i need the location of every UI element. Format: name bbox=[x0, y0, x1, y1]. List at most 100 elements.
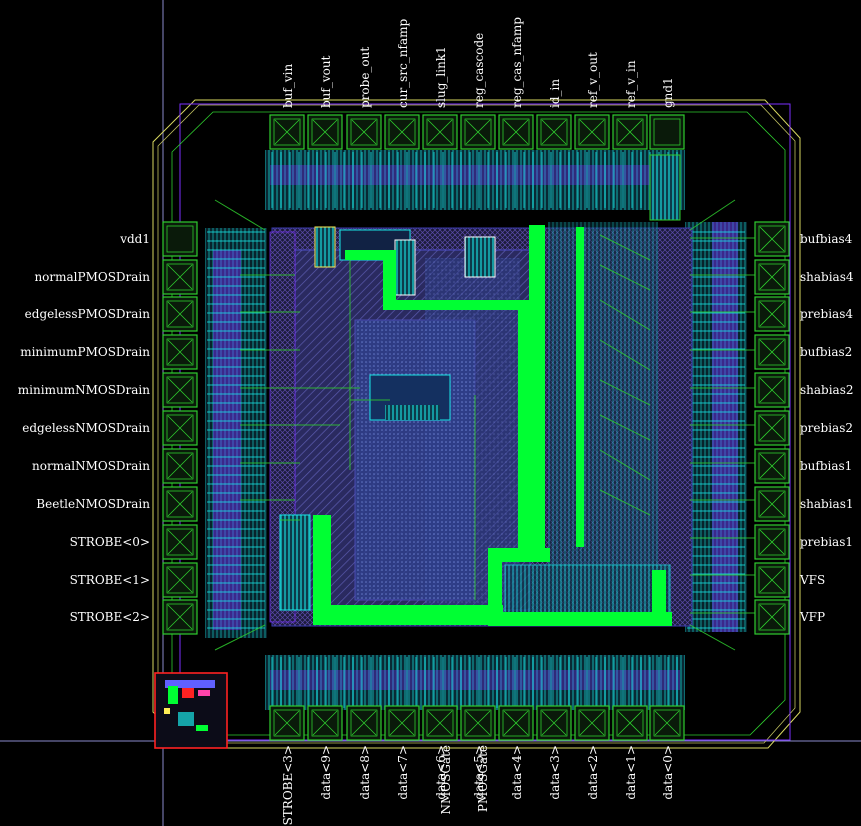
right-pad-labels: bufbias4shabias4prebias4bufbias2shabias2… bbox=[799, 232, 854, 624]
bottom-pad-label: data<4> bbox=[510, 745, 524, 800]
right-pad-label: prebias4 bbox=[800, 307, 853, 321]
right-pad-label: shabias2 bbox=[800, 383, 854, 397]
bottom-pad bbox=[649, 705, 685, 741]
bottom-pad-label: data<0> bbox=[661, 745, 675, 800]
top-pad-label: probe_out bbox=[358, 47, 372, 108]
right-pad bbox=[754, 448, 790, 484]
left-pad-label: normalPMOSDrain bbox=[34, 270, 150, 284]
bottom-pad bbox=[536, 705, 572, 741]
top-pad bbox=[346, 114, 382, 150]
top-pad-label: ref_v_in bbox=[624, 60, 638, 108]
top-pad-label: reg_cas_nfamp bbox=[510, 17, 524, 108]
routing bbox=[214, 199, 755, 651]
left-pad-label: normalNMOSDrain bbox=[32, 459, 150, 473]
right-pad bbox=[754, 372, 790, 408]
right-pad bbox=[754, 410, 790, 446]
left-pad-label: STROBE<2> bbox=[70, 610, 150, 624]
left-pad-label: STROBE<0> bbox=[70, 535, 150, 549]
top-pad bbox=[612, 114, 648, 150]
right-pad bbox=[754, 296, 790, 332]
left-pad-label: edgelessPMOSDrain bbox=[25, 307, 151, 321]
right-pad-label: bufbias1 bbox=[800, 459, 852, 473]
right-pad bbox=[754, 486, 790, 522]
top-pad-label: buf_vin bbox=[281, 64, 295, 108]
bottom-pad bbox=[269, 705, 305, 741]
bottom-pad-label: data<9> bbox=[319, 745, 333, 800]
bottom-pad-labels: STROBE<3> data<9> data<8> data<7> data<6> dat… bbox=[281, 745, 675, 825]
test-structure-block bbox=[154, 672, 228, 749]
left-pad bbox=[162, 334, 198, 370]
bottom-pad-label: data<3> bbox=[548, 745, 562, 800]
top-pad bbox=[422, 114, 458, 150]
top-pad-label: buf_vout bbox=[319, 55, 333, 108]
top-pad bbox=[460, 114, 496, 150]
right-pad bbox=[754, 259, 790, 295]
power-routing bbox=[313, 225, 672, 626]
bottom-pad bbox=[498, 705, 534, 741]
left-pad-label: vdd1 bbox=[119, 232, 150, 246]
bottom-pad bbox=[460, 705, 496, 741]
bottom-pad bbox=[346, 705, 382, 741]
top-pad bbox=[649, 114, 685, 150]
right-pad-label: prebias1 bbox=[800, 535, 853, 549]
top-pad-labels: buf_vin buf_vout probe_out cur_src_nfamp slu… bbox=[281, 17, 675, 108]
core-area bbox=[269, 154, 693, 627]
bottom-pad-label: data<7> bbox=[396, 745, 410, 800]
bottom-pad-label: data<8> bbox=[358, 745, 372, 800]
top-pad bbox=[384, 114, 420, 150]
left-pad bbox=[162, 599, 198, 635]
top-pad-label: ref_v_out bbox=[586, 52, 600, 108]
left-pad-label: STROBE<1> bbox=[70, 573, 150, 587]
left-pad-label: minimumNMOSDrain bbox=[18, 383, 150, 397]
bottom-pad-label: data<1> bbox=[624, 745, 638, 800]
top-pad bbox=[536, 114, 572, 150]
right-pad-label: prebias2 bbox=[800, 421, 853, 435]
top-pad bbox=[307, 114, 343, 150]
left-pad bbox=[162, 259, 198, 295]
io-ring bbox=[205, 150, 747, 710]
top-pad-label: id_in bbox=[548, 79, 562, 108]
left-pad-label: BeetleNMOSDrain bbox=[36, 497, 150, 511]
top-pad-label: slug_link1 bbox=[434, 46, 448, 108]
left-pad bbox=[162, 410, 198, 446]
top-pad-row bbox=[269, 114, 685, 150]
bottom-pad bbox=[574, 705, 610, 741]
right-pad-label: bufbias4 bbox=[800, 232, 853, 246]
bottom-pad-label: data<2> bbox=[586, 745, 600, 800]
left-pad bbox=[162, 562, 198, 598]
left-pad bbox=[162, 296, 198, 332]
top-pad-label: gnd1 bbox=[661, 77, 675, 108]
left-pad bbox=[162, 486, 198, 522]
right-pad-label: shabias1 bbox=[800, 497, 854, 511]
bottom-pad bbox=[422, 705, 458, 741]
left-pad-column bbox=[162, 221, 198, 635]
left-pad bbox=[162, 221, 198, 257]
left-pad-label: minimumPMOSDrain bbox=[20, 345, 150, 359]
right-pad-label: VFP bbox=[799, 610, 825, 624]
left-pad bbox=[162, 524, 198, 560]
bottom-pad bbox=[307, 705, 343, 741]
bottom-pad bbox=[612, 705, 648, 741]
bottom-pad-label: data<6> bbox=[434, 745, 448, 800]
right-pad-column bbox=[754, 221, 790, 635]
left-pad bbox=[162, 448, 198, 484]
left-pad bbox=[162, 372, 198, 408]
top-pad bbox=[269, 114, 305, 150]
right-pad bbox=[754, 562, 790, 598]
right-pad bbox=[754, 524, 790, 560]
top-pad bbox=[498, 114, 534, 150]
right-pad bbox=[754, 599, 790, 635]
bottom-pad-label: PMOSGate bbox=[476, 745, 490, 812]
bottom-pad-row bbox=[269, 705, 685, 741]
right-pad-label: shabias4 bbox=[800, 270, 854, 284]
left-pad-label: edgelessNMOSDrain bbox=[22, 421, 150, 435]
bottom-pad-label: NMOSGate bbox=[439, 745, 453, 815]
right-pad bbox=[754, 334, 790, 370]
right-pad bbox=[754, 221, 790, 257]
bottom-pad-label: STROBE<3> bbox=[281, 745, 295, 825]
bottom-pad bbox=[384, 705, 420, 741]
top-pad-label: cur_src_nfamp bbox=[396, 18, 410, 108]
bottom-pad-label: data<5> bbox=[472, 745, 486, 800]
top-pad bbox=[574, 114, 610, 150]
